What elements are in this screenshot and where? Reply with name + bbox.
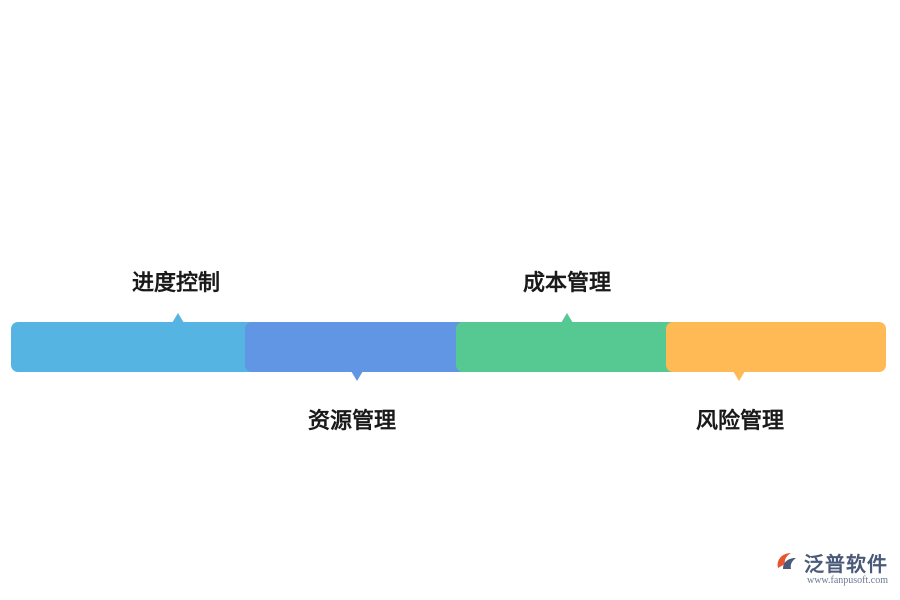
brand-name: 泛普软件: [804, 552, 888, 576]
stage-label-2: 资源管理: [307, 409, 397, 434]
stage-pointer-1: [172, 313, 184, 323]
brand-url: www.fanpusoft.com: [806, 575, 888, 586]
stage-pointer-4: [733, 371, 745, 381]
stage-bar-2: [245, 322, 470, 381]
stage-label-3: 成本管理: [522, 271, 612, 296]
fanpu-logo-icon: [774, 550, 800, 576]
stage-label-1: 进度控制: [131, 271, 221, 296]
stage-label-4: 风险管理: [695, 409, 785, 434]
stage-bar-1: [11, 313, 261, 372]
stage-bar-4: [666, 322, 886, 381]
stage-bar-3: [456, 313, 681, 372]
brand-watermark: 泛普软件 www.fanpusoft.com: [774, 548, 888, 586]
stage-pointer-2: [351, 371, 363, 381]
stage-pointer-3: [561, 313, 573, 323]
